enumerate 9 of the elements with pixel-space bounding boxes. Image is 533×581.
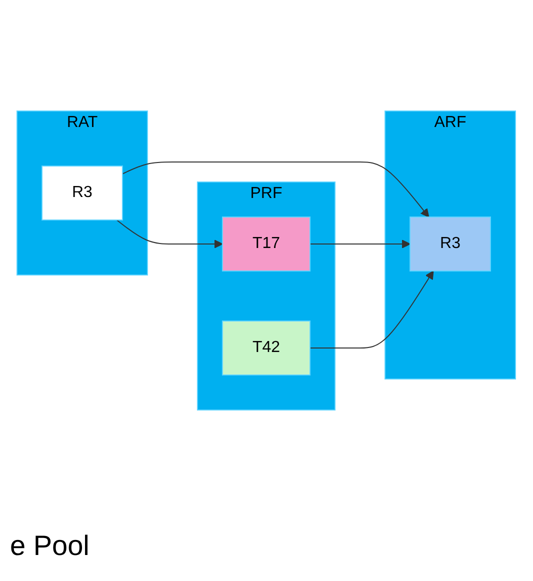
node-box: T17: [222, 216, 311, 271]
arrow: [122, 161, 430, 217]
arrow: [310, 270, 434, 348]
note-text: e Pool: [10, 530, 90, 562]
node-box: R3: [410, 216, 492, 271]
node-box: R3: [42, 165, 124, 220]
arrow: [116, 219, 224, 248]
node-box: T42: [222, 320, 311, 375]
arrow: [310, 239, 411, 248]
